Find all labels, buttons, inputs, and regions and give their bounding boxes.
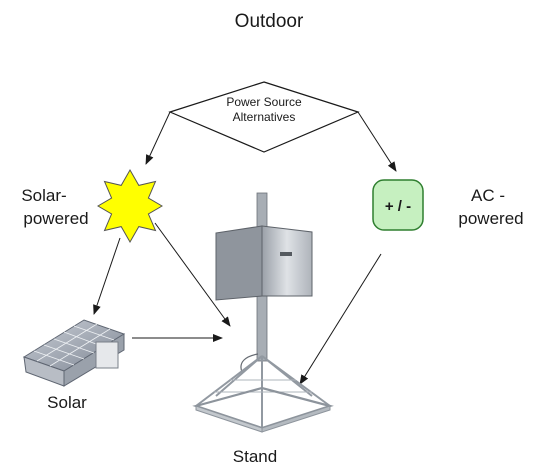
solar-powered-label-line1: Solar- (21, 186, 66, 205)
solar-panel-icon (22, 319, 126, 387)
arrow-ac-to-stand (299, 253, 382, 385)
ac-powered-label-line2: powered (458, 209, 523, 228)
tower-stand-icon (192, 192, 334, 433)
decision-diamond (168, 81, 360, 153)
sun-icon (97, 168, 163, 244)
decision-label-line1: Power Source (226, 95, 302, 109)
ac-power-node (372, 179, 424, 231)
arrow-diamond-to-sun (145, 111, 171, 165)
stand-label: Stand (233, 447, 277, 466)
arrow-sun-to-panel (93, 237, 121, 315)
solar-panel-label: Solar (47, 393, 87, 412)
plus-minus-icon: + / - (385, 198, 411, 215)
arrow-sun-to-stand (154, 222, 231, 327)
decision-label-line2: Alternatives (233, 110, 296, 124)
diagram-title: Outdoor (235, 11, 304, 32)
arrow-diamond-to-ac (357, 111, 397, 172)
ac-powered-label-line1: AC - (471, 186, 505, 205)
solar-powered-label-line2: powered (23, 209, 88, 228)
